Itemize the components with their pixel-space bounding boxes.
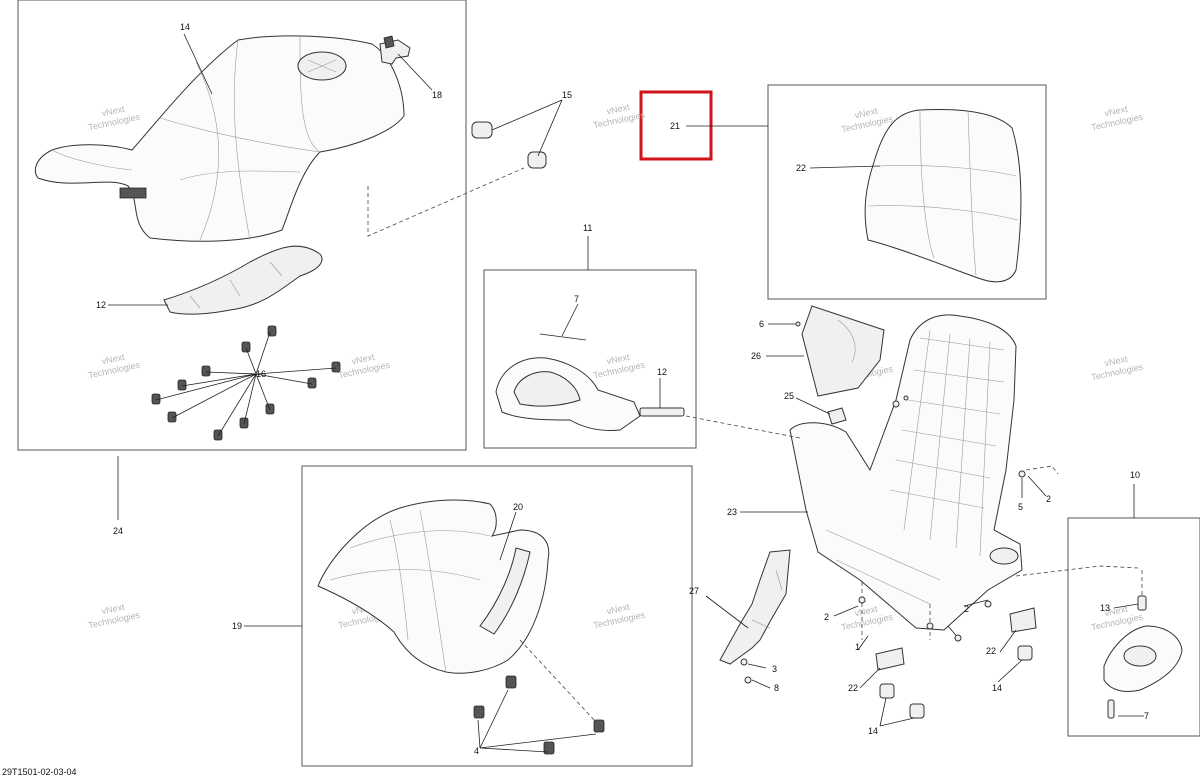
highlight-box [639, 90, 713, 161]
callout-labels: 14 18 15 21 22 11 12 7 6 26 16 12 25 10 … [96, 22, 1149, 756]
callout-14: 14 [992, 683, 1002, 693]
watermark-line: vNext [351, 352, 376, 367]
callout-1: 1 [855, 642, 860, 652]
part-bracket-26 [801, 305, 885, 397]
part-shield-11 [163, 245, 323, 315]
watermark-line: vNext [854, 604, 879, 619]
part-base-23 [789, 314, 1023, 631]
callout-5: 5 [1018, 502, 1023, 512]
callout-19: 20 [513, 502, 523, 512]
watermark-line: vNext [606, 102, 631, 117]
hardware-dots [740, 321, 1026, 684]
part-backrest-21 [864, 109, 1022, 283]
callout-2: 2 [1046, 494, 1051, 504]
callout-14b: 14 [868, 726, 878, 736]
group-box-18 [301, 465, 693, 767]
callout-26: 26 [751, 351, 761, 361]
part-bumper-14 [879, 645, 1033, 719]
callout-20: 21 [670, 121, 680, 131]
callout-15: 15 [562, 90, 572, 100]
callout-2b: 2 [824, 612, 829, 622]
part-clip-25 [827, 407, 847, 425]
callout-17: 18 [432, 90, 442, 100]
watermark-line: vNext [101, 602, 126, 617]
callout-24: 24 [113, 526, 123, 536]
callout-11: 12 [96, 300, 106, 310]
watermark-line: vNext [1104, 604, 1129, 619]
part-footplate-9 [1103, 595, 1183, 719]
callout-27: 27 [689, 586, 699, 596]
part-latch-17 [379, 35, 411, 65]
assembly-dashed-lines [367, 167, 1143, 723]
callout-3: 3 [772, 664, 777, 674]
callout-10: 11 [583, 223, 592, 233]
watermark-line: vNext [1104, 104, 1129, 119]
group-box-10 [483, 269, 697, 449]
watermark-line: vNext [854, 106, 879, 121]
part-seat-19 [317, 499, 550, 674]
callout-9: 10 [1130, 470, 1140, 480]
callout-6: 6 [759, 319, 764, 329]
watermark-line: vNext [606, 352, 631, 367]
callout-23: 23 [727, 507, 737, 517]
callout-22: 22 [986, 646, 996, 656]
group-box-20 [767, 84, 1047, 300]
callout-21: 22 [796, 163, 806, 173]
callout-25: 25 [784, 391, 794, 401]
callout-16: 16 [256, 369, 266, 379]
watermark-line: vNext [101, 104, 126, 119]
part-fasteners-16 [151, 325, 341, 441]
callout-22b: 22 [848, 683, 858, 693]
leader-lines [108, 33, 1144, 753]
callout-4: 4 [474, 746, 479, 756]
callout-13: 14 [180, 22, 190, 32]
part-grommet-15 [471, 121, 547, 169]
callout-7b: 7 [1144, 711, 1149, 721]
group-box-24 [17, 0, 467, 451]
callout-18: 19 [232, 621, 242, 631]
part-handle-10 [495, 333, 685, 431]
watermark-line: vNext [101, 352, 126, 367]
group-box-9 [1067, 517, 1200, 737]
part-seat-13 [34, 35, 405, 242]
watermark-line: vNext [1104, 354, 1129, 369]
part-latch-27 [719, 549, 791, 665]
watermark-line: vNext [606, 602, 631, 617]
callout-7: 7 [574, 294, 579, 304]
part-standoff-22 [875, 607, 1037, 671]
callout-2c: 2 [964, 604, 969, 614]
callout-12b: 13 [1100, 603, 1110, 613]
drawing-code: 29T1501-02-03-04 [2, 767, 77, 777]
callout-12: 12 [657, 367, 667, 377]
callout-8: 8 [774, 683, 779, 693]
part-clips-4 [473, 675, 605, 755]
